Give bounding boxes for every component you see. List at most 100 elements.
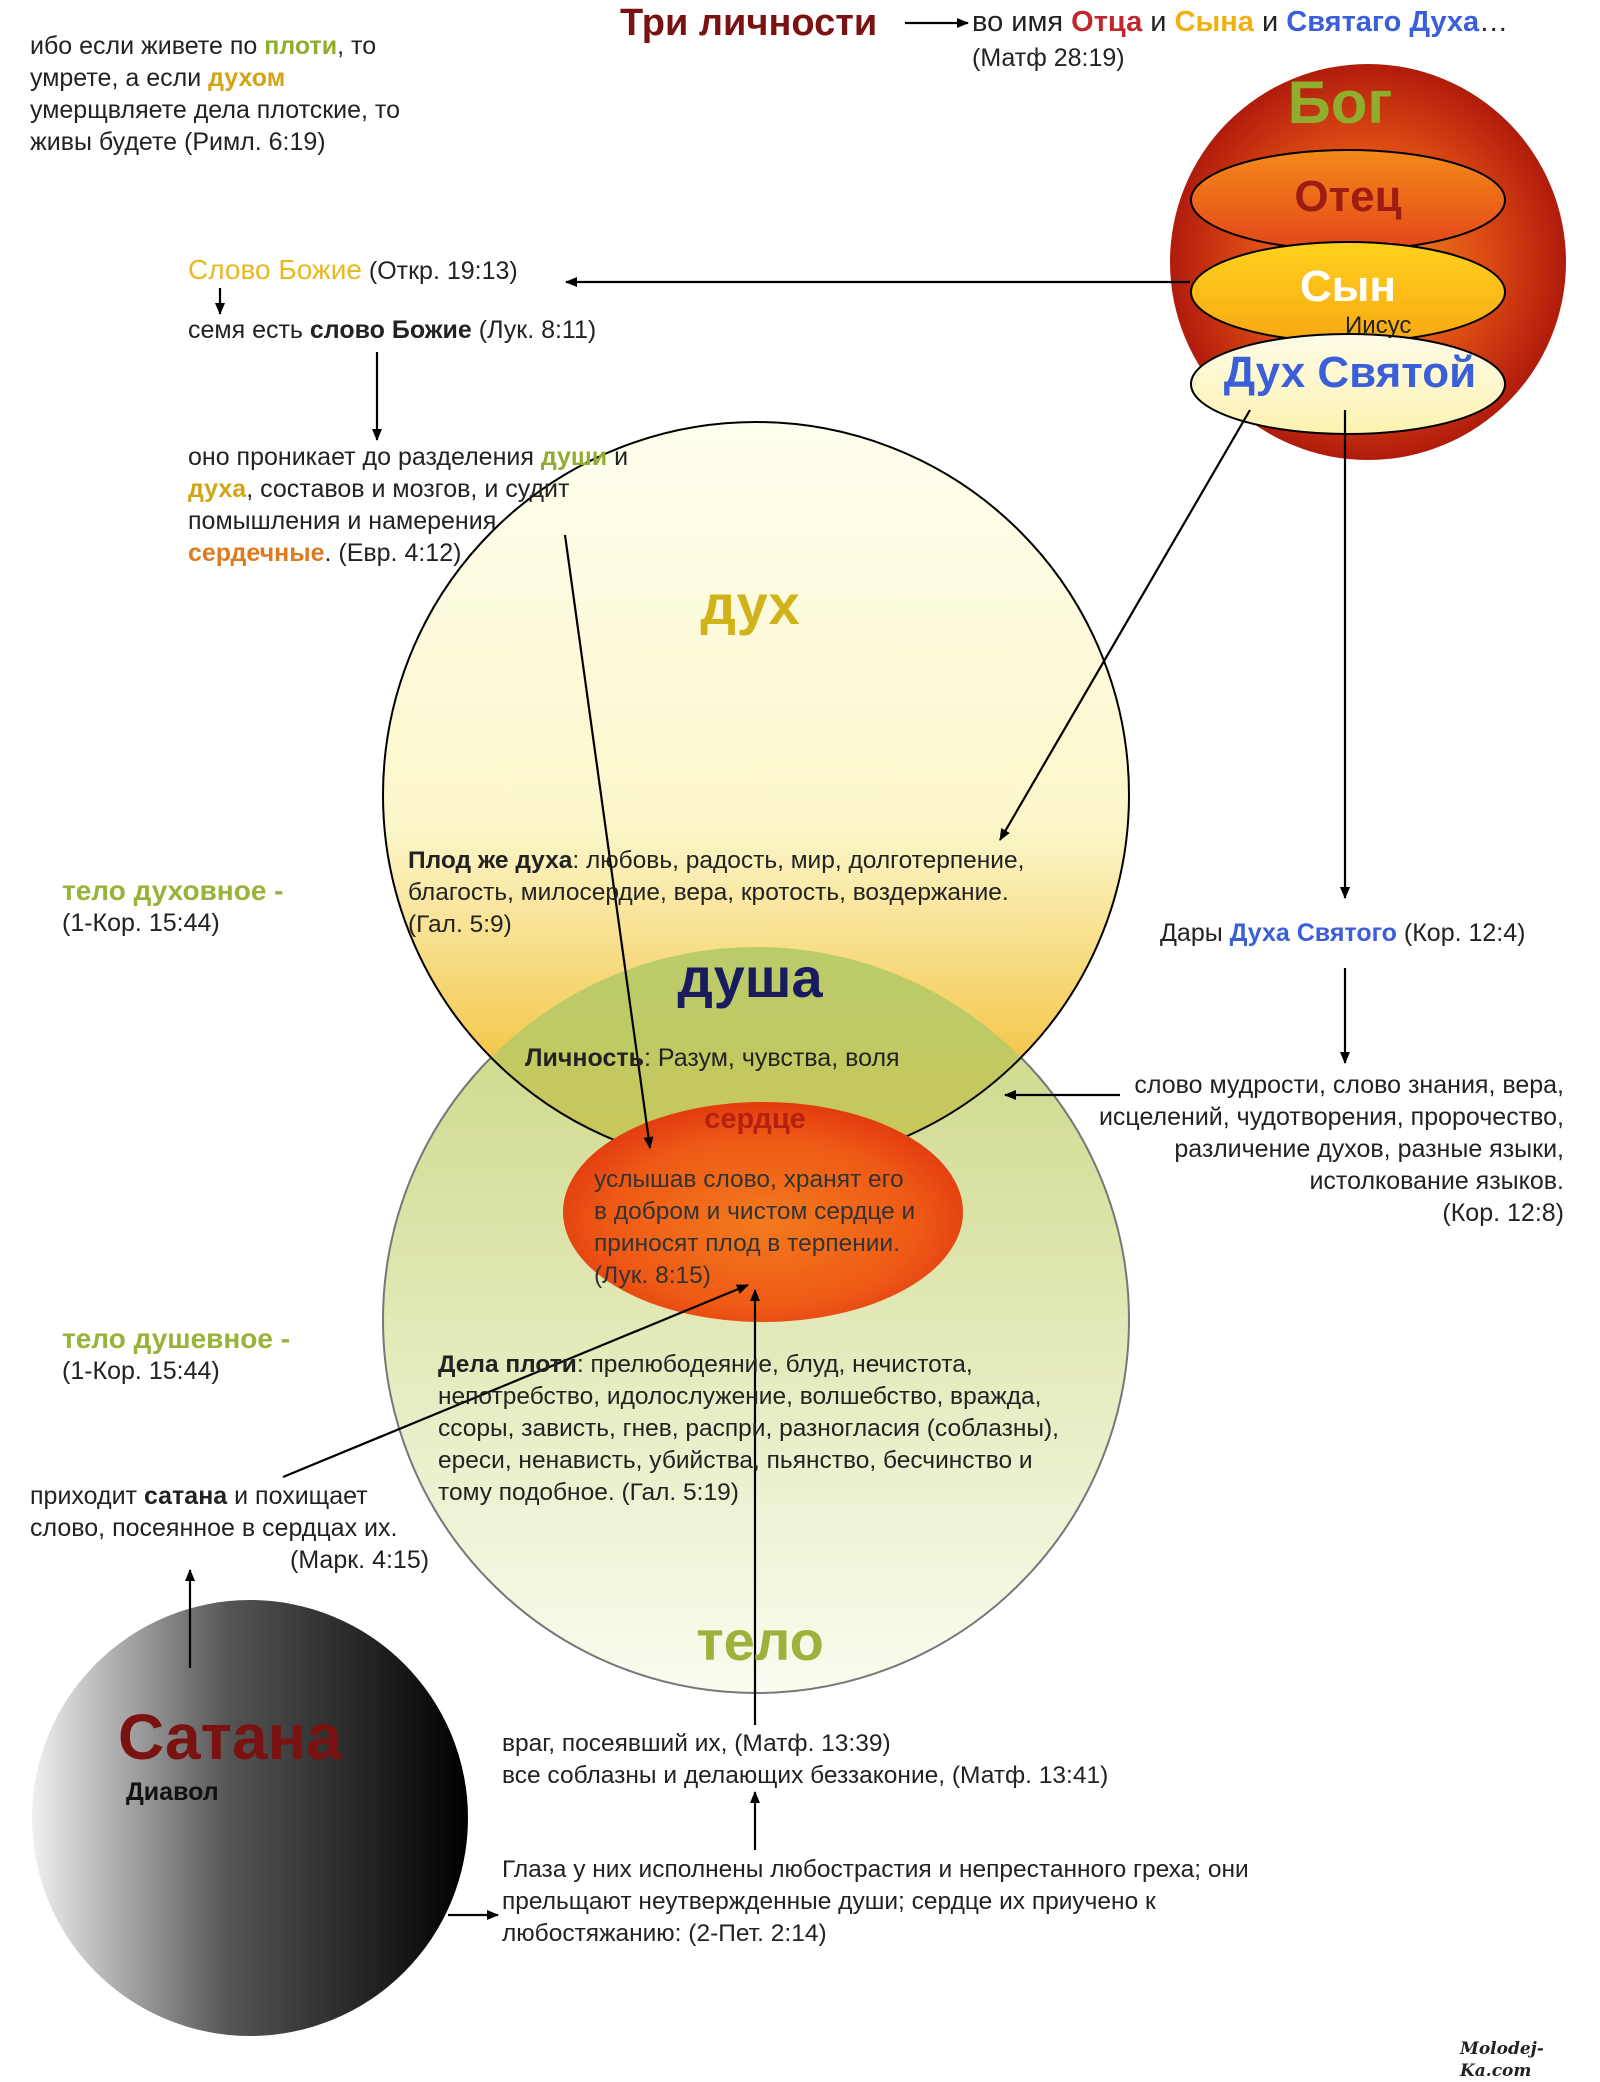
heart-quote: услышав слово, хранят его в добром и чис… [594,1164,915,1292]
heb-l1-a: оно проникает до разделения [188,443,541,471]
personality-rest: : Разум, чувства, воля [643,1044,900,1072]
heb-soul: души [540,443,608,471]
gifts-line-2: исцелений, чудотворения, пророчество, [1098,1103,1564,1131]
gifts-ref-inline: (Кор. 12:4) [1396,919,1526,947]
fruit-line-3: (Гал. 5:9) [408,911,512,938]
son-label: Сын [1300,262,1396,311]
heb-spirit: духа [188,475,247,503]
heb-heart: сердечные [188,539,325,567]
romans-spirit: духом [208,64,286,92]
spirit-label: дух [700,573,800,636]
heart-line-3: приносят плод в терпении. [594,1230,900,1257]
personality-line: Личность: Разум, чувства, воля [525,1042,900,1074]
word-title: Слово Божие (Откр. 19:13) [188,254,518,287]
works-bold: Дела плоти [438,1351,577,1378]
heart-ellipse [563,1102,963,1322]
heb-ref: . (Евр. 4:12) [324,539,462,567]
eyes-line-1: Глаза у них исполнены любострастия и неп… [502,1856,1249,1883]
soul-label: душа [677,946,823,1009]
personality-bold: Личность [525,1044,644,1072]
god-title: Бог [1287,69,1393,136]
satan-title: Сатана [118,1701,342,1773]
gifts-line-1: слово мудрости, слово знания, вера, [1134,1071,1564,1099]
quote-and2: и [1253,6,1287,38]
heart-line-1: услышав слово, хранят его [594,1166,904,1193]
gifts-title: Дары Духа Святого (Кор. 12:4) [1160,917,1525,949]
eyes-line-3: любостяжанию: (2-Пет. 2:14) [502,1920,827,1947]
quote-pre: во имя [972,6,1072,38]
works-line-2: непотребство, идолослужение, волшебство,… [438,1383,1042,1410]
works-line-1: Дела плоти: прелюбодеяние, блуд, нечисто… [438,1349,1059,1381]
seed-line: семя есть слово Божие (Лук. 8:11) [188,314,596,346]
works-line-4: ереси, ненависть, убийства, пьянство, бе… [438,1447,1033,1474]
page-title: Три личности [620,2,878,44]
gifts-line-4: истолкование языков. [1309,1167,1564,1195]
fruit-bold: Плод же духа [408,847,573,874]
word-title-ref: (Откр. 19:13) [361,257,518,285]
eyes-line-2: прельщают неутвержденные души; сердце их… [502,1888,1156,1915]
gifts-line-3: различение духов, разные языки, [1174,1135,1564,1163]
romans-line-2: умрете, а если духом [30,62,400,94]
gifts-list: слово мудрости, слово знания, вера, исце… [1004,1069,1564,1229]
hebrews-line-1: оно проникает до разделения души и [188,441,628,473]
romans-flesh: плоти [264,32,338,60]
fruit-l1: : любовь, радость, мир, долготерпение, [572,847,1025,874]
heart-line-4: (Лук. 8:15) [594,1262,711,1289]
fruit-line-1: Плод же духа: любовь, радость, мир, долг… [408,845,1024,877]
heart-line-2: в добром и чистом сердце и [594,1198,916,1225]
satan-steals: приходит сатана и похищает слово, посеян… [30,1480,429,1576]
spiritual-body: тело духовное - (1-Кор. 15:44) [62,875,284,939]
works-of-flesh: Дела плоти: прелюбодеяние, блуд, нечисто… [438,1349,1059,1509]
steals-b: и похищает [227,1482,368,1510]
romans-l1-b: , то [337,32,377,60]
romans-line-1: ибо если живете по плоти, то [30,30,400,62]
satan-subtitle: Диавол [126,1778,219,1806]
quote-end: … [1479,6,1509,38]
quote-spirit: Святаго Духа [1286,6,1480,38]
steals-satan: сатана [143,1482,228,1510]
father-label: Отец [1294,172,1402,221]
holy-spirit-label: Дух Святой [1223,348,1477,397]
word-title-text: Слово Божие [188,254,362,285]
holy-spirit-ellipse [1190,333,1506,435]
soulish-body: тело душевное - (1-Кор. 15:44) [62,1323,290,1387]
quote-and1: и [1142,6,1175,38]
steals-line-2: слово, посеянное в сердцах их. [30,1514,398,1542]
arrow-spirit-to-fruit [999,409,1251,841]
fruit-of-spirit: Плод же духа: любовь, радость, мир, долг… [408,845,1024,941]
fruit-line-2: благость, милосердие, вера, кротость, во… [408,879,1009,906]
spiritual-body-ref: (1-Кор. 15:44) [62,909,220,937]
soulish-body-title: тело душевное - [62,1323,291,1354]
hebrews-line-3: помышления и намерения [188,507,497,535]
works-line-5: тому подобное. (Гал. 5:19) [438,1479,739,1506]
heb-l2-b: , составов и мозгов, и судит [246,475,570,503]
spirit-circle [383,422,1129,1168]
quote-son: Сына [1174,6,1254,38]
steals-line-1: приходит сатана и похищает [30,1480,429,1512]
heb-l1-b: и [607,443,629,471]
steals-a: приходит [30,1482,144,1510]
quote-father: Отца [1071,6,1143,38]
heart-label: сердце [704,1103,806,1135]
enemy-line-2: все соблазны и делающих беззаконие, (Мат… [502,1762,1109,1789]
steals-ref: (Марк. 4:15) [290,1546,430,1574]
romans-quote: ибо если живете по плоти, то умрете, а е… [30,30,400,158]
seed-a: семя есть [188,316,310,344]
soulish-body-ref: (1-Кор. 15:44) [62,1357,220,1385]
hebrews-quote: оно проникает до разделения души и духа,… [188,441,628,569]
seed-ref: (Лук. 8:11) [471,316,597,344]
works-line-3: ссоры, зависть, гнев, распри, разногласи… [438,1415,1059,1442]
romans-line-3: умерщвляете дела плотские, то [30,96,401,124]
romans-l1-a: ибо если живете по [30,32,265,60]
seed-b: слово Божие [309,316,472,344]
enemy-line-1: враг, посеявший их, (Матф. 13:39) [502,1730,891,1757]
watermark: Molodej-Ka.com [1460,2039,1544,2081]
hebrews-line-4: сердечные. (Евр. 4:12) [188,537,628,569]
arrows [185,18,1350,1920]
hebrews-line-2: духа, составов и мозгов, и судит [188,473,628,505]
trinity-quote: во имя Отца и Сына и Святаго Духа… [972,4,1508,40]
jesus-label: Иисус [1345,312,1412,339]
arrow-word-to-heart [563,534,654,1149]
enemy-quote: враг, посеявший их, (Матф. 13:39) все со… [502,1728,1108,1792]
